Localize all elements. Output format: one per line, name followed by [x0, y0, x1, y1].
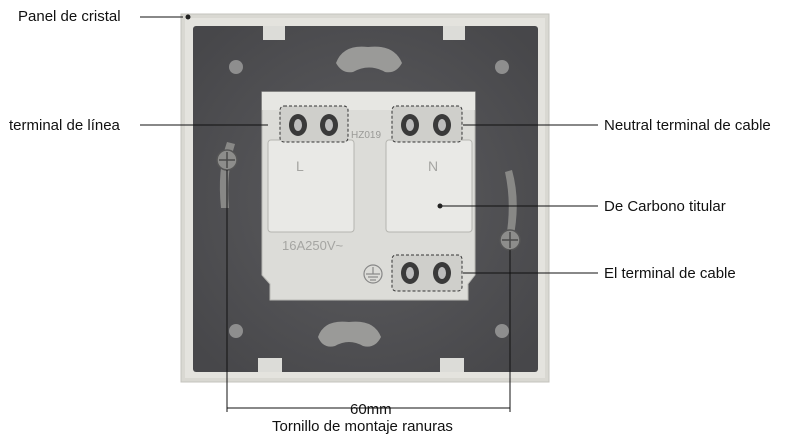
kidney-slots	[318, 46, 402, 347]
plate-holes	[229, 60, 509, 338]
mounting-slots-label: Tornillo de montaje ranuras	[272, 418, 453, 435]
carbon-holder-point	[437, 203, 443, 209]
line-marking: L	[296, 158, 304, 174]
glass-panel-label: Panel de cristal	[18, 8, 121, 25]
dimension-line	[226, 170, 511, 412]
earth-terminal-label: El terminal de cable	[604, 265, 736, 282]
rating-marking: 16A250V~	[282, 238, 343, 253]
mounting-slots	[216, 142, 521, 251]
leader-lines	[140, 16, 598, 274]
model-marking: HZ019	[351, 130, 381, 141]
dimension-label: 60mm	[350, 401, 392, 418]
line-terminal-label: terminal de línea	[9, 117, 120, 134]
ground-symbol-icon	[363, 264, 383, 284]
neutral-socket-block	[385, 139, 473, 233]
edge-clips	[258, 26, 465, 372]
carbon-holder-label: De Carbono titular	[604, 198, 726, 215]
neutral-terminal-label: Neutral terminal de cable	[604, 117, 771, 134]
glass-panel-point	[185, 14, 191, 20]
neutral-marking: N	[428, 158, 438, 174]
line-socket-block	[267, 139, 355, 233]
